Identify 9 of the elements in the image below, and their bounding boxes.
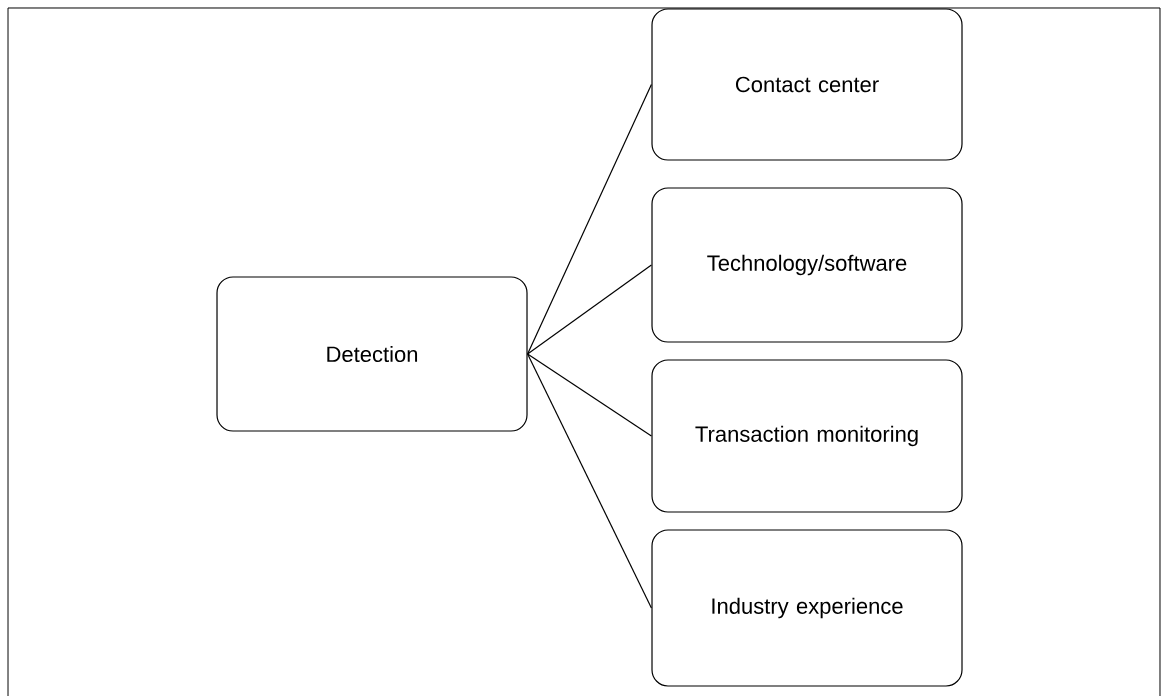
- rounded-box: Contact center: [651, 8, 963, 161]
- rounded-box: Detection: [216, 276, 528, 432]
- connector-line: [527, 353, 652, 437]
- rounded-box: Transaction monitoring: [651, 359, 963, 513]
- connector-line: [527, 83, 652, 355]
- rounded-box: Industry experience: [651, 529, 963, 687]
- rounded-box: Technology/software: [651, 187, 963, 343]
- connector-line: [527, 353, 652, 609]
- connector-line: [527, 264, 652, 355]
